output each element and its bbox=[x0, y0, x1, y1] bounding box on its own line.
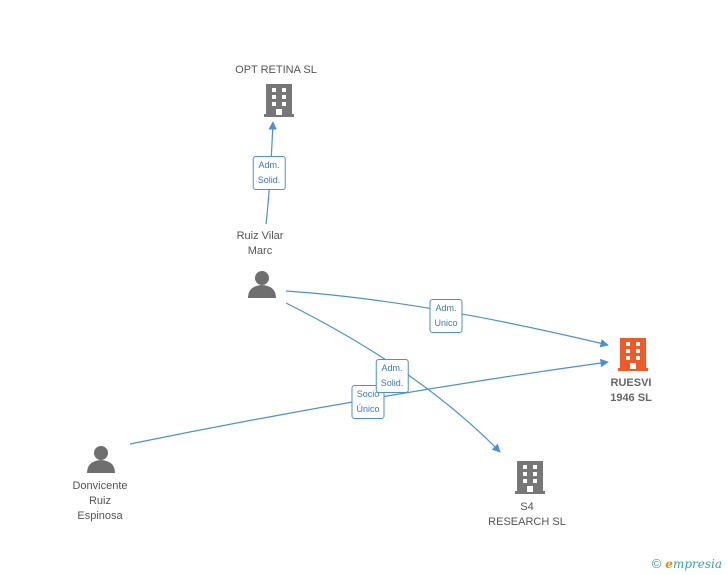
label-line: S4 bbox=[520, 501, 534, 513]
building-icon[interactable] bbox=[515, 461, 545, 494]
copyright-icon: © bbox=[651, 556, 662, 571]
edge-label-line: Unico bbox=[434, 318, 458, 328]
brand-footer[interactable]: © empresia bbox=[652, 556, 722, 571]
edge-label-line: Adm. bbox=[258, 160, 280, 170]
edge-label-adm-solid[interactable]: Adm. Solid. bbox=[252, 156, 286, 190]
node-label-donvicente[interactable]: Donvicente Ruiz Espinosa bbox=[72, 479, 127, 524]
label-line: RESEARCH SL bbox=[488, 516, 566, 528]
label-line: Espinosa bbox=[77, 510, 123, 522]
edge-label-line: Adm. bbox=[435, 303, 457, 313]
label-line: 1946 SL bbox=[610, 392, 652, 404]
node-label-ruesvi[interactable]: RUESVI 1946 SL bbox=[610, 376, 652, 406]
node-label-ruiz-vilar[interactable]: Ruiz Vilar Marc bbox=[237, 229, 284, 259]
building-icon[interactable] bbox=[264, 84, 294, 117]
label-line: Ruiz Vilar bbox=[236, 230, 284, 242]
node-label-opt-retina[interactable]: OPT RETINA SL bbox=[235, 63, 317, 78]
edge-label-socio-unico[interactable]: Socio Único bbox=[351, 385, 385, 419]
brand-initial: e bbox=[665, 556, 673, 571]
brand-name: mpresia bbox=[672, 556, 722, 571]
label-line: OPT RETINA SL bbox=[235, 64, 317, 76]
edge-label-line: Adm. bbox=[381, 363, 403, 373]
label-line: Ruiz bbox=[88, 495, 112, 507]
edge-label-line: Solid. bbox=[257, 175, 281, 185]
edge-label-line: Socio bbox=[356, 389, 380, 399]
edge-label-line: Único bbox=[356, 404, 380, 414]
person-icon[interactable] bbox=[87, 446, 115, 473]
building-icon-main[interactable] bbox=[618, 338, 648, 371]
label-line: Donvicente bbox=[72, 480, 128, 492]
person-icon[interactable] bbox=[248, 271, 276, 298]
edge-label-line: Solid. bbox=[380, 378, 404, 388]
edge-label-adm-solid-s4[interactable]: Adm. Solid. bbox=[375, 359, 409, 393]
label-line: RUESVI bbox=[610, 377, 652, 389]
brand-logo: empresia bbox=[665, 557, 722, 571]
label-line: Marc bbox=[247, 245, 273, 257]
edge-label-adm-unico[interactable]: Adm. Unico bbox=[429, 299, 463, 333]
node-label-s4[interactable]: S4 RESEARCH SL bbox=[488, 500, 566, 530]
